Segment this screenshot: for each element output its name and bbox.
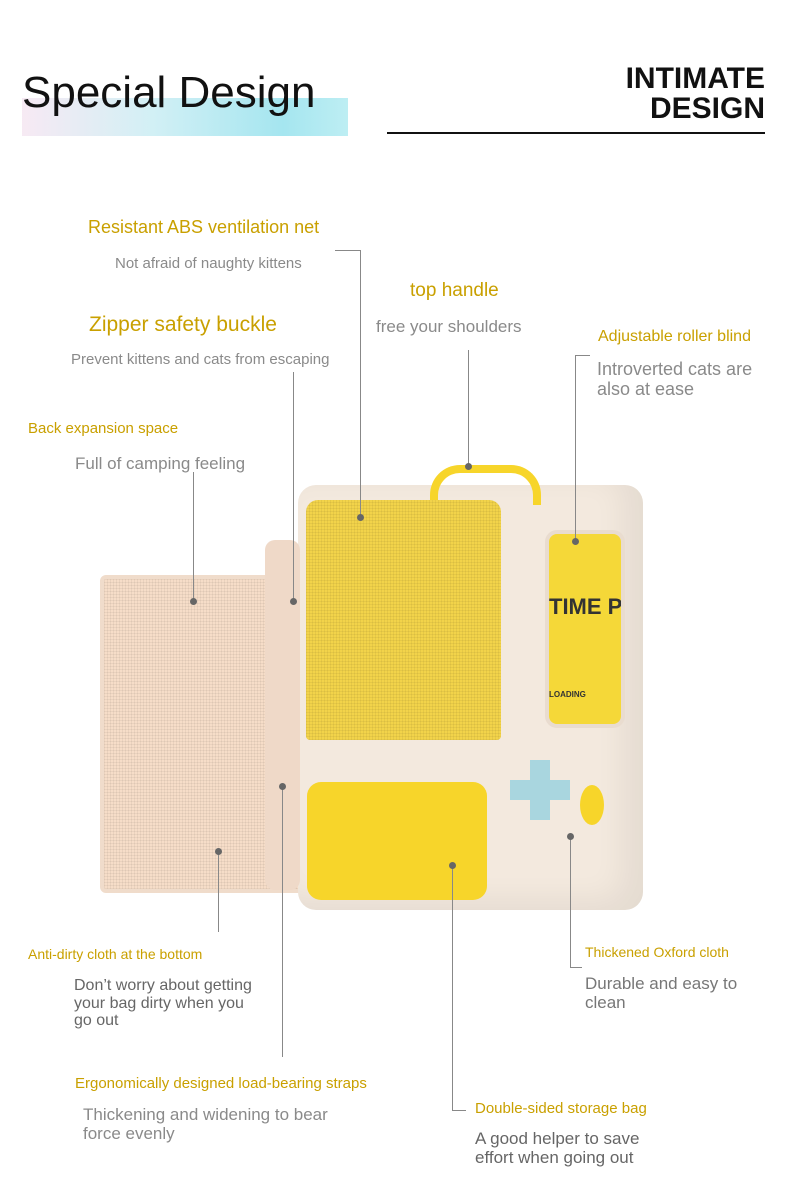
leader-line <box>282 785 283 1057</box>
feature-desc: Durable and easy to clean <box>585 974 738 1012</box>
window-text: TIME PET <box>549 594 623 619</box>
feature-desc: Thickening and widening to bear force ev… <box>83 1105 328 1143</box>
leader-dot <box>465 463 472 470</box>
leader-line <box>293 372 294 600</box>
feature-title: Thickened Oxford cloth <box>585 944 729 960</box>
storage-pocket <box>307 782 487 900</box>
feature-desc: A good helper to save effort when going … <box>475 1129 640 1167</box>
ventilation-net <box>306 500 501 740</box>
leader-line <box>575 355 590 356</box>
leader-line <box>452 865 453 1110</box>
feature-desc: free your shoulders <box>376 317 522 336</box>
feature-title: Zipper safety buckle <box>89 313 277 336</box>
leader-line <box>570 835 571 967</box>
leader-line <box>452 1110 466 1111</box>
leader-line <box>193 472 194 600</box>
page-title: Special Design <box>22 68 316 117</box>
feature-desc: Prevent kittens and cats from escaping <box>71 351 330 368</box>
feature-title: Ergonomically designed load-bearing stra… <box>75 1075 367 1092</box>
title-highlight <box>22 98 348 136</box>
leader-dot <box>567 833 574 840</box>
cross-decoration-h <box>510 780 570 800</box>
leader-line <box>468 350 469 465</box>
leader-line <box>335 250 360 251</box>
leader-line <box>218 850 219 932</box>
subtitle-line-1: INTIMATE <box>625 62 765 95</box>
feature-desc: Don’t worry about getting your bag dirty… <box>74 977 252 1030</box>
button-decoration <box>580 785 604 825</box>
feature-desc: Not afraid of naughty kittens <box>115 255 302 272</box>
leader-line <box>570 967 582 968</box>
leader-dot <box>357 514 364 521</box>
leader-dot <box>572 538 579 545</box>
window-status: LOADING <box>549 690 586 699</box>
leader-dot <box>290 598 297 605</box>
subtitle-line-2: DESIGN <box>649 92 765 125</box>
leader-dot <box>190 598 197 605</box>
feature-desc: Introverted cats are also at ease <box>597 359 753 399</box>
feature-desc: Full of camping feeling <box>75 454 246 473</box>
feature-title: top handle <box>410 280 499 301</box>
leader-line <box>360 250 361 515</box>
leader-dot <box>449 862 456 869</box>
handle <box>430 465 541 505</box>
leader-dot <box>279 783 286 790</box>
feature-title: Resistant ABS ventilation net <box>88 217 320 237</box>
feature-title: Adjustable roller blind <box>598 328 751 345</box>
leader-line <box>575 355 576 540</box>
feature-title: Double-sided storage bag <box>475 1100 647 1117</box>
leader-dot <box>215 848 222 855</box>
divider <box>387 132 765 134</box>
feature-title: Back expansion space <box>28 420 179 437</box>
feature-title: Anti-dirty cloth at the bottom <box>28 946 203 962</box>
roller-window: TIME PET LOADING <box>545 530 625 728</box>
